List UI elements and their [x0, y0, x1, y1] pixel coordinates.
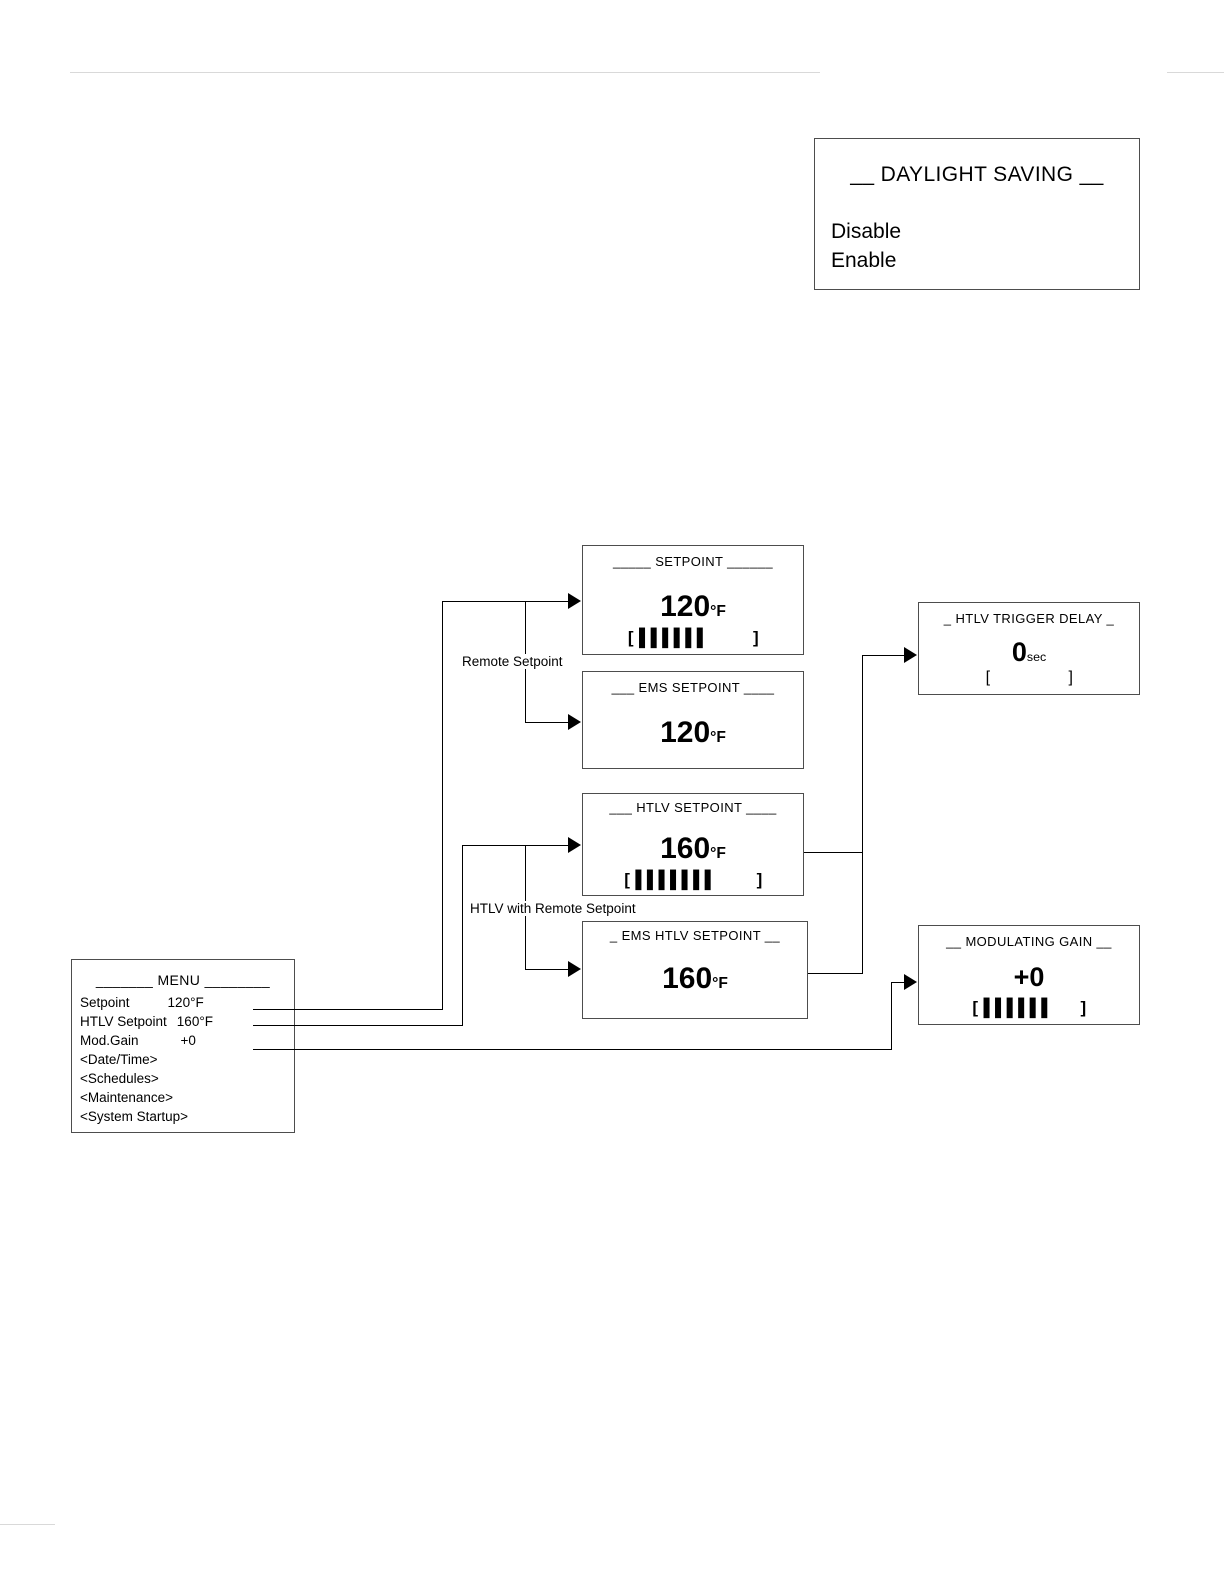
setpoint-progress-bar: [▐▐▐▐▐▐ ]: [627, 628, 759, 647]
htlv-trigger-delay-value: 0: [1011, 637, 1027, 667]
panel-title-ems-htlv-setpoint: _ EMS HTLV SETPOINT __: [609, 928, 781, 943]
htlv-trigger-delay-unit: sec: [1026, 650, 1047, 664]
ems-setpoint-value-row: 120°F: [583, 716, 803, 750]
edge-label-htlv-with-remote-setpoint: HTLV with Remote Setpoint: [467, 901, 639, 916]
ems-setpoint-value: 120: [660, 716, 711, 749]
ems-htlv-setpoint-value-row: 160°F: [583, 962, 807, 996]
daylight-saving-options: Disable Enable: [831, 217, 901, 275]
connector-htlv-top-run: [462, 845, 569, 846]
menu-item-schedules[interactable]: <Schedules>: [80, 1071, 159, 1086]
menu-item-setpoint-label: Setpoint: [80, 995, 130, 1010]
arrow-to-htlv-setpoint: [568, 837, 581, 853]
setpoint-value: 120: [660, 590, 711, 623]
panel-daylight-saving: __ DAYLIGHT SAVING __ Disable Enable: [814, 138, 1140, 290]
connector-htlv-from-menu: [253, 1025, 463, 1026]
htlv-setpoint-value: 160: [660, 832, 711, 865]
htlv-setpoint-value-row: 160°F: [583, 832, 803, 866]
panel-htlv-trigger-delay: _ HTLV TRIGGER DELAY _ 0sec [ ]: [918, 602, 1140, 695]
connector-mod-gain-run: [891, 982, 906, 983]
ems-htlv-setpoint-unit: °F: [712, 975, 728, 992]
arrow-to-ems-setpoint: [568, 714, 581, 730]
modulating-gain-value: +0: [1013, 962, 1045, 992]
htlv-setpoint-progress-bar: [▐▐▐▐▐▐▐ ]: [624, 870, 762, 889]
panel-title-daylight-saving: __ DAYLIGHT SAVING __: [850, 163, 1104, 186]
arrow-to-htlv-trigger-delay: [904, 647, 917, 663]
menu-item-mod-gain[interactable]: Mod.Gain +0: [80, 1031, 213, 1050]
menu-item-htlv-setpoint[interactable]: HTLV Setpoint 160°F: [80, 1012, 213, 1031]
panel-ems-htlv-setpoint: _ EMS HTLV SETPOINT __ 160°F: [582, 921, 808, 1019]
menu-item-htlv-setpoint-label: HTLV Setpoint: [80, 1014, 167, 1029]
htlv-trigger-delay-progress-bar: [ ]: [985, 669, 1073, 686]
edge-label-remote-setpoint: Remote Setpoint: [459, 654, 566, 669]
panel-title-htlv-trigger-delay: _ HTLV TRIGGER DELAY _: [943, 611, 1115, 626]
panel-title-ems-setpoint: ___ EMS SETPOINT ____: [611, 680, 775, 695]
panel-title-setpoint: _____ SETPOINT ______: [613, 554, 773, 569]
menu-item-system-startup[interactable]: <System Startup>: [80, 1109, 189, 1124]
panel-menu: _______ MENU ________ Setpoint 120°F HTLV…: [71, 959, 295, 1133]
htlv-setpoint-unit: °F: [710, 845, 726, 862]
menu-list: Setpoint 120°F HTLV Setpoint 160°F Mod.Gai…: [80, 993, 213, 1126]
connector-setpoint-top-run: [442, 601, 569, 602]
menu-item-setpoint-value: 120°F: [167, 995, 204, 1010]
connector-htlv-riser: [462, 845, 463, 1026]
panel-htlv-setpoint: ___ HTLV SETPOINT ____ 160°F [▐▐▐▐▐▐▐ ]: [582, 793, 804, 896]
option-enable[interactable]: Enable: [831, 249, 897, 272]
connector-ems-setpoint-run: [525, 722, 569, 723]
arrow-to-modulating-gain: [904, 974, 917, 990]
panel-title-modulating-gain: __ MODULATING GAIN __: [946, 934, 1112, 949]
panel-modulating-gain: __ MODULATING GAIN __ +0 [▐▐▐▐▐▐ ]: [918, 925, 1140, 1025]
panel-setpoint: _____ SETPOINT ______ 120°F [▐▐▐▐▐▐ ]: [582, 545, 804, 655]
setpoint-unit: °F: [710, 603, 726, 620]
menu-item-htlv-setpoint-value: 160°F: [176, 1014, 213, 1029]
menu-item-setpoint[interactable]: Setpoint 120°F: [80, 993, 213, 1012]
arrow-to-setpoint: [568, 593, 581, 609]
connector-ems-htlv-setpoint-out: [808, 973, 863, 974]
menu-item-date-time[interactable]: <Date/Time>: [80, 1052, 158, 1067]
ems-htlv-setpoint-value: 160: [662, 962, 713, 995]
connector-setpoint-riser: [442, 601, 443, 1010]
connector-htlv-setpoint-out: [804, 852, 863, 853]
panel-title-htlv-setpoint: ___ HTLV SETPOINT ____: [609, 800, 777, 815]
menu-item-mod-gain-label: Mod.Gain: [80, 1033, 139, 1048]
panel-ems-setpoint: ___ EMS SETPOINT ____ 120°F: [582, 671, 804, 769]
connector-trigger-delay-riser: [862, 655, 863, 974]
connector-trigger-delay-run: [862, 655, 906, 656]
arrow-to-ems-htlv-setpoint: [568, 961, 581, 977]
option-disable[interactable]: Disable: [831, 220, 902, 243]
panel-title-menu: _______ MENU ________: [95, 972, 271, 988]
setpoint-value-row: 120°F: [583, 590, 803, 624]
connector-ems-htlv-run: [525, 969, 569, 970]
modulating-gain-progress-bar: [▐▐▐▐▐▐ ]: [972, 998, 1086, 1017]
connector-mod-gain-from-menu: [253, 1049, 892, 1050]
page-footer-rule: [0, 1524, 55, 1525]
menu-item-maintenance[interactable]: <Maintenance>: [80, 1090, 174, 1105]
menu-item-mod-gain-value: +0: [180, 1033, 196, 1048]
page-header-rule-right: [1167, 72, 1224, 73]
page-header-rule: [70, 72, 820, 73]
htlv-trigger-delay-value-row: 0sec: [919, 637, 1139, 668]
connector-setpoint-from-menu: [253, 1009, 443, 1010]
connector-mod-gain-riser: [891, 982, 892, 1050]
ems-setpoint-unit: °F: [710, 729, 726, 746]
